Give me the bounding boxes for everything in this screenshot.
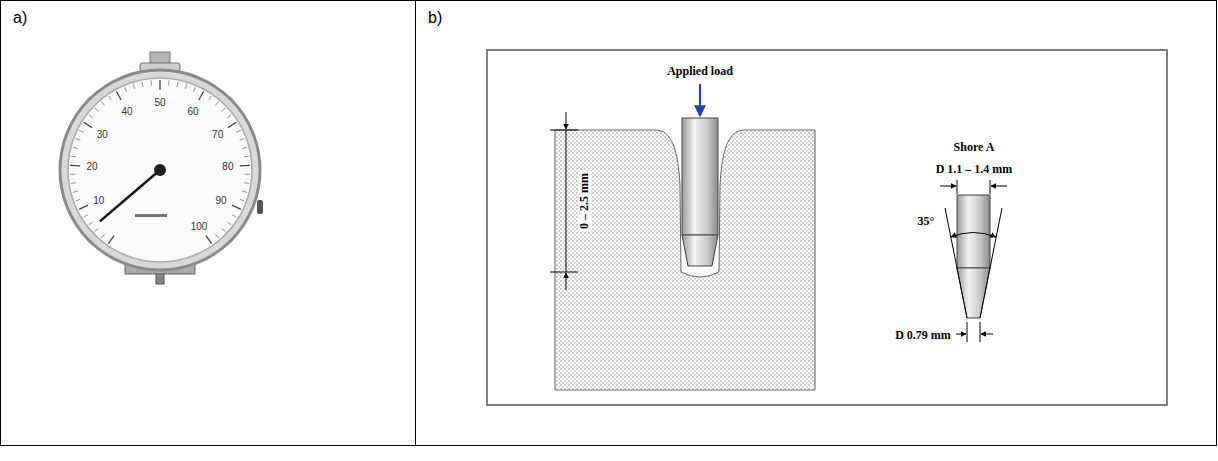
dial-number: 50 [154, 97, 165, 108]
dial-tick [232, 215, 236, 218]
durometer-gauge [60, 52, 263, 284]
indenter-title: Shore A [954, 141, 995, 154]
dial-number: 100 [191, 220, 208, 231]
dial-tick [71, 156, 76, 158]
dial-tick [159, 80, 160, 90]
dial-tick [240, 139, 245, 141]
dimension-label: D 1.1 – 1.4 mm [936, 163, 1013, 176]
dial-tick [227, 222, 231, 225]
dial-tick [95, 228, 99, 231]
panel-letter: b) [416, 1, 454, 35]
dial-tick [71, 182, 76, 184]
dial-tick [84, 215, 88, 218]
dial-tick [209, 96, 212, 100]
angle-label: 35° [918, 215, 935, 228]
dial-tick [101, 234, 104, 238]
dial-tick [89, 115, 93, 118]
dial-tick [240, 199, 245, 201]
dial-tick [73, 191, 78, 192]
dial-tick [222, 108, 226, 111]
dial-tick [206, 236, 212, 244]
dial-tick [215, 102, 218, 106]
load-label: Applied load [667, 65, 733, 78]
dial-tick [168, 80, 170, 85]
dial-tick [236, 130, 240, 132]
dial-tick [70, 165, 80, 167]
dial-tick [185, 84, 186, 89]
dial-number: 10 [93, 194, 104, 205]
panel-cell: b) [415, 0, 1217, 446]
dial-tick [79, 205, 88, 209]
dial-tick [95, 108, 99, 111]
dial-tick [89, 222, 93, 225]
dial-tick [222, 228, 226, 231]
dial-tick [193, 87, 195, 92]
detail-dimensions [940, 180, 1007, 342]
dial-tick [199, 91, 204, 100]
panel-letter: a) [1, 1, 39, 35]
panel-cell: a) [0, 0, 416, 446]
dial-tick [242, 191, 247, 192]
dial-number: 90 [216, 194, 227, 205]
shore-a-indenter [957, 195, 990, 318]
dial-tick [177, 82, 178, 87]
load-arrow [699, 84, 701, 116]
dial-tick [142, 82, 143, 87]
dial-number: 20 [87, 161, 98, 172]
dial-tick [109, 96, 112, 100]
dial-tick [76, 139, 81, 141]
dial-tick [245, 174, 250, 175]
dial-tick [242, 147, 247, 148]
dial-tick [70, 174, 75, 175]
inner-frame [487, 50, 1167, 405]
dial-tick [116, 91, 121, 100]
dimension-label: 0 – 2.5 mm [578, 171, 591, 231]
dial-tick [84, 122, 92, 127]
dial-number: 30 [97, 128, 108, 139]
dial-tick [240, 165, 250, 167]
dial-number: 70 [212, 128, 223, 139]
dial-tick [133, 84, 134, 89]
dial-tick [108, 236, 114, 244]
dial-tick [79, 130, 83, 132]
dial-tick [232, 205, 241, 209]
dial-tick [150, 80, 152, 85]
dial-tick [216, 234, 219, 238]
dial-number: 40 [121, 105, 132, 116]
dial-tick [73, 147, 78, 148]
dial-tick [101, 102, 104, 106]
depth-dimension [550, 112, 578, 290]
dial-number: 60 [187, 105, 198, 116]
dial-tick [227, 115, 231, 118]
indenter [682, 118, 718, 266]
dial-number: 80 [222, 161, 233, 172]
dial-tick [228, 122, 236, 127]
dial-tick [76, 199, 81, 201]
dimension-label: D 0.79 mm [895, 329, 951, 342]
dial-tick [125, 87, 127, 92]
dial-tick [244, 182, 249, 184]
dial-tick [244, 156, 249, 158]
